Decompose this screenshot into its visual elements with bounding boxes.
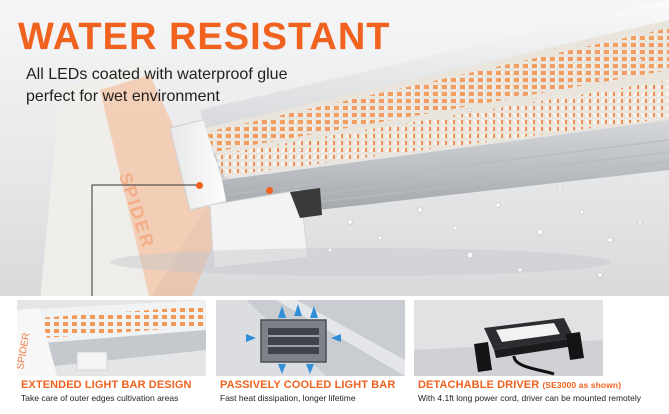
feature-title-extended-bar: EXTENDED LIGHT BAR DESIGN [21, 379, 192, 391]
mount-block [209, 189, 309, 269]
feature-panel-passive-cooling [216, 300, 405, 376]
water-droplets [298, 58, 643, 278]
extended-bar-image: SPIDER [17, 300, 206, 376]
light-bar-illustration [91, 0, 669, 300]
callout-dot-right [266, 187, 273, 194]
feature-row: SPIDER EXTENDED LIGHT BAR DESIGN Take ca… [0, 296, 669, 414]
callout-dot-left [196, 182, 203, 189]
driver-image [414, 300, 603, 376]
feature-desc-passive-cooling: Fast heat dissipation, longer lifetime [220, 393, 356, 403]
feature-panel-detachable-driver [414, 300, 603, 376]
led-array-row-1 [207, 28, 669, 152]
page-title: WATER RESISTANT [18, 16, 391, 58]
feature-title-note: (SE3000 as shown) [542, 380, 622, 390]
bar-front-rail [222, 120, 669, 220]
cooling-profile-image [216, 300, 405, 376]
callout-line [91, 184, 200, 300]
subtitle-line-2: perfect for wet environment [26, 88, 220, 105]
mount-clip [290, 188, 322, 218]
airflow-arrows [246, 304, 341, 374]
led-array-row-2 [214, 80, 669, 176]
feature-title-detachable-driver: DETACHABLE DRIVER (SE3000 as shown) [418, 379, 622, 391]
feature-desc-detachable-driver: With 4.1ft long power cord, driver can b… [418, 393, 641, 403]
page-subtitle: All LEDs coated with waterproof glue per… [26, 64, 287, 108]
floor-shadow [110, 248, 610, 276]
hero-section: WATER RESISTANT All LEDs coated with wat… [0, 0, 669, 300]
rear-light-bar-glow [100, 75, 220, 300]
subtitle-line-1: All LEDs coated with waterproof glue [26, 66, 288, 83]
feature-panel-extended-bar: SPIDER [17, 300, 206, 376]
feature-title-passive-cooling: PASSIVELY COOLED LIGHT BAR [220, 379, 396, 391]
feature-desc-extended-bar: Take care of outer edges cultivation are… [21, 393, 179, 403]
